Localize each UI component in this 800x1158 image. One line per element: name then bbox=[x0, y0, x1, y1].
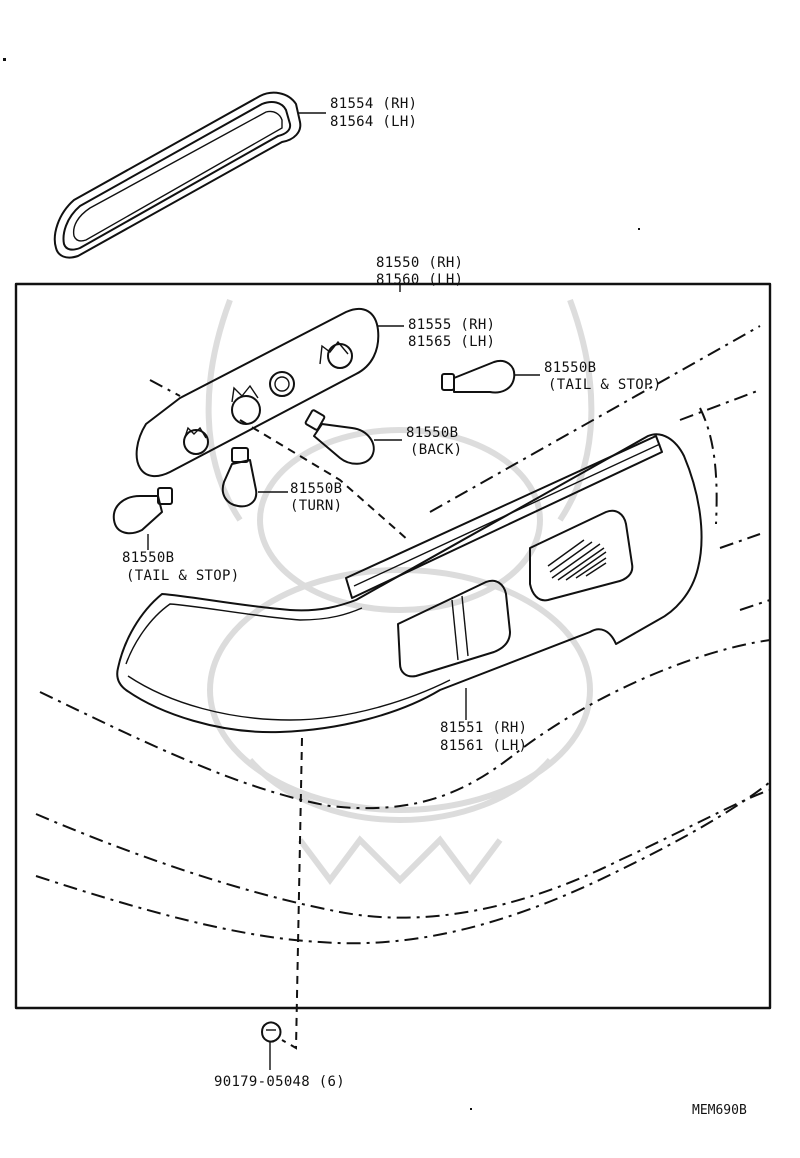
bulb-tail-stop-left-number: 81550B bbox=[122, 550, 174, 566]
socket-plate-rh-label: 81555 (RH) bbox=[408, 317, 495, 333]
assembly-frame bbox=[14, 282, 772, 1010]
socket-3 bbox=[269, 371, 295, 397]
bulb-back-function: (BACK) bbox=[410, 442, 462, 458]
lamp-assy-rh-label: 81550 (RH) bbox=[376, 255, 463, 271]
diagram-code: MEM690B bbox=[692, 1103, 747, 1118]
bulb-tail-stop-right bbox=[441, 360, 540, 394]
scan-specks bbox=[3, 58, 640, 1110]
gasket-rh-label: 81554 (RH) bbox=[330, 96, 417, 112]
reflector-hatch bbox=[547, 539, 607, 581]
bulb-turn-number: 81550B bbox=[290, 481, 342, 497]
watermark-emblem bbox=[205, 298, 595, 885]
bulb-tail-stop-left-function: (TAIL & STOP) bbox=[126, 568, 239, 584]
screw-number-label: 90179-05048 (6) bbox=[214, 1074, 345, 1090]
socket-4 bbox=[319, 340, 353, 369]
lens-body-rh-label: 81551 (RH) bbox=[440, 720, 527, 736]
socket-2 bbox=[231, 384, 261, 425]
socket-plate-lh-label: 81565 (LH) bbox=[408, 334, 495, 350]
bulb-leader-lines bbox=[239, 419, 409, 541]
bulb-back bbox=[304, 409, 402, 465]
body-outline-phantom bbox=[35, 325, 771, 945]
socket-1 bbox=[183, 426, 209, 455]
bulb-tail-stop-left bbox=[112, 487, 173, 550]
bulb-turn-function: (TURN) bbox=[290, 498, 342, 514]
socket-plate bbox=[135, 307, 404, 478]
lamp-lens-body bbox=[116, 433, 703, 734]
bulb-turn bbox=[221, 447, 288, 508]
screw-part bbox=[261, 737, 303, 1070]
lamp-assy-lh-label: 81560 (LH) bbox=[376, 272, 463, 288]
gasket-lh-label: 81564 (LH) bbox=[330, 114, 417, 130]
lens-body-lh-label: 81561 (LH) bbox=[440, 738, 527, 754]
bulb-back-number: 81550B bbox=[406, 425, 458, 441]
lens-gasket bbox=[53, 91, 326, 259]
bulb-tail-stop-right-number: 81550B bbox=[544, 360, 596, 376]
bulb-tail-stop-right-function: (TAIL & STOP) bbox=[548, 377, 661, 393]
